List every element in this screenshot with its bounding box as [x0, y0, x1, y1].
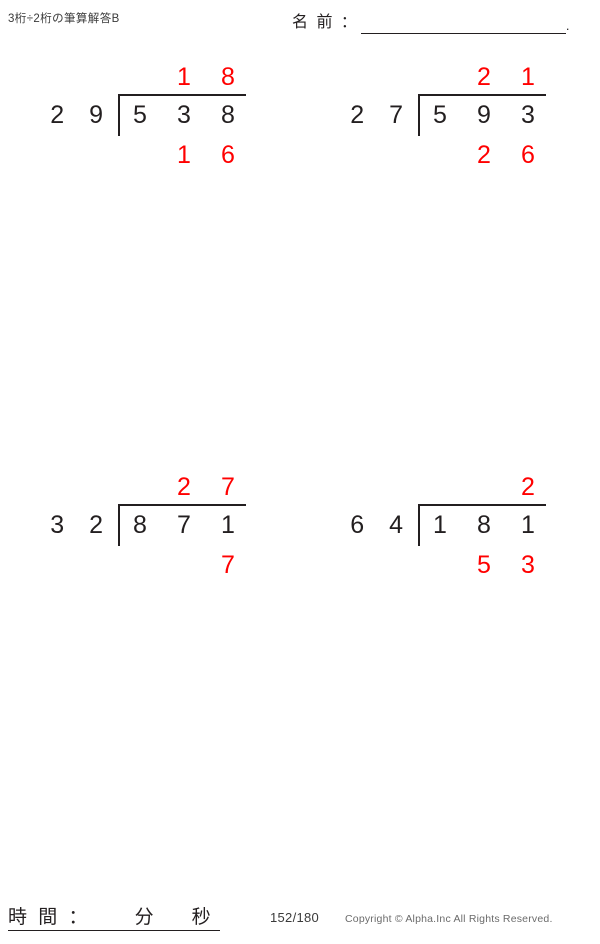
bracket-horizontal-line: [118, 94, 246, 96]
dividend-digit: 1: [433, 510, 447, 539]
quotient-digit: [418, 470, 462, 504]
quotient-digit: 8: [221, 62, 235, 91]
division-problem-2: 2 7 2 1 5 9 3 2 6: [318, 60, 578, 190]
dividend-digit: 9: [477, 100, 491, 129]
quotient-digit: 2: [521, 472, 535, 501]
remainder-digit: [118, 138, 162, 172]
remainder-digit: 6: [521, 140, 535, 169]
division-problem-3: 3 2 2 7 8 7 1 7: [18, 470, 278, 600]
page-footer: 時 間 ： 分 秒 152/180 Copyright © Alpha.Inc …: [0, 896, 600, 944]
quotient-digit: 7: [221, 472, 235, 501]
dividend-digit: 5: [433, 100, 447, 129]
problem-row: 3 2 2 7 8 7 1 7 6 4: [0, 470, 600, 600]
page-header: 3桁÷2桁の筆算解答B 名 前 ： .: [0, 0, 600, 46]
remainder-digit: [162, 548, 206, 582]
divisor: 2 7: [350, 100, 412, 129]
bracket-horizontal-line: [418, 504, 546, 506]
name-label: 名 前 ：: [292, 14, 359, 31]
quotient-row: 1 8: [118, 60, 250, 94]
time-label: 時 間 ：: [8, 907, 91, 928]
dividend-digit: 8: [221, 100, 235, 129]
quotient-digit: 1: [521, 62, 535, 91]
bracket-vertical-line: [118, 504, 120, 546]
bracket-vertical-line: [418, 94, 420, 136]
quotient-digit: [418, 60, 462, 94]
remainder-digit: 1: [177, 140, 191, 169]
bracket-vertical-line: [418, 504, 420, 546]
page-number: 152/180: [270, 910, 320, 925]
quotient-digit: [118, 60, 162, 94]
dividend-row: 8 7 1: [118, 508, 250, 542]
dividend-row: 5 9 3: [418, 98, 550, 132]
copyright-notice: Copyright © Alpha.Inc All Rights Reserve…: [345, 913, 553, 925]
bracket-horizontal-line: [418, 94, 546, 96]
time-field[interactable]: 時 間 ： 分 秒: [8, 902, 220, 931]
remainder-digit: 7: [221, 550, 235, 579]
name-field: 名 前 ： .: [292, 8, 570, 34]
division-problem-1: 2 9 1 8 5 3 8 1 6: [18, 60, 278, 190]
dividend-digit: 1: [221, 510, 235, 539]
quotient-digit: 2: [177, 472, 191, 501]
remainder-row: 7: [118, 548, 250, 582]
divisor: 2 9: [50, 100, 112, 129]
dividend-row: 5 3 8: [118, 98, 250, 132]
page-title: 3桁÷2桁の筆算解答B: [8, 13, 120, 25]
dividend-digit: 1: [521, 510, 535, 539]
bracket-vertical-line: [118, 94, 120, 136]
remainder-row: 2 6: [418, 138, 550, 172]
quotient-row: 2 7: [118, 470, 250, 504]
remainder-digit: 5: [477, 550, 491, 579]
remainder-row: 1 6: [118, 138, 250, 172]
divisor: 6 4: [350, 510, 412, 539]
divisor: 3 2: [50, 510, 112, 539]
quotient-digit: [118, 470, 162, 504]
quotient-digit: 1: [177, 62, 191, 91]
division-problem-4: 6 4 2 1 8 1 5 3: [318, 470, 578, 600]
remainder-digit: [418, 138, 462, 172]
time-minute-unit: 分: [134, 907, 154, 928]
name-input[interactable]: [360, 13, 566, 34]
remainder-digit: 3: [521, 550, 535, 579]
quotient-row: 2: [418, 470, 550, 504]
dividend-digit: 8: [477, 510, 491, 539]
dividend-digit: 3: [521, 100, 535, 129]
remainder-row: 5 3: [418, 548, 550, 582]
dividend-digit: 3: [177, 100, 191, 129]
dividend-row: 1 8 1: [418, 508, 550, 542]
remainder-digit: 2: [477, 140, 491, 169]
quotient-digit: [462, 470, 506, 504]
quotient-row: 2 1: [418, 60, 550, 94]
dividend-digit: 7: [177, 510, 191, 539]
dividend-digit: 5: [133, 100, 147, 129]
quotient-digit: 2: [477, 62, 491, 91]
remainder-digit: [118, 548, 162, 582]
time-second-unit: 秒: [191, 907, 211, 928]
problem-row: 2 9 1 8 5 3 8 1 6 2 7: [0, 60, 600, 190]
dividend-digit: 8: [133, 510, 147, 539]
remainder-digit: 6: [221, 140, 235, 169]
name-period: .: [565, 18, 570, 33]
bracket-horizontal-line: [118, 504, 246, 506]
remainder-digit: [418, 548, 462, 582]
